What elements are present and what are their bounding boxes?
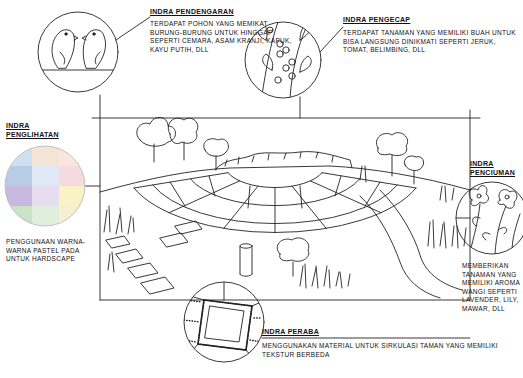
- sense-heading: INDRA PENDENGARAN: [150, 8, 310, 17]
- leader-line: [320, 27, 343, 52]
- leader-line: [300, 97, 301, 118]
- garden-path: [380, 190, 462, 290]
- paving-grid: [134, 173, 416, 233]
- frame-line: [100, 300, 470, 301]
- frame-line: [100, 95, 101, 300]
- flower-vignette: [456, 182, 523, 254]
- color-vignette: [5, 146, 85, 226]
- leader-line: [224, 282, 225, 300]
- pillar: [240, 244, 252, 248]
- sense-heading: INDRA PERABA: [262, 328, 462, 337]
- grass: [104, 166, 466, 288]
- leader-line: [262, 338, 470, 339]
- stepping-stones: [106, 221, 202, 294]
- sense-note: TERDAPAT POHON YANG MEMIKAT BURUNG-BURUN…: [150, 20, 300, 54]
- texture-illustration: [184, 296, 266, 362]
- flower-illustration: [469, 186, 520, 254]
- pastel-swatches: [5, 146, 86, 226]
- sense-note: TERDAPAT TANAMAN YANG MEMILIKI BUAH UNTU…: [343, 29, 518, 55]
- sense-heading: INDRA PENCIUMAN: [470, 160, 522, 177]
- pillar: [240, 274, 252, 276]
- hedge-texture: [225, 152, 333, 166]
- garden-path: [360, 196, 440, 298]
- sense-note: MEMBERIKAN TANAMAN YANG MEMILIKI AROMA W…: [462, 262, 522, 314]
- birds-vignette: [38, 12, 118, 92]
- leader-line: [85, 186, 100, 187]
- frame-line: [92, 118, 480, 119]
- sense-heading: INDRA PENGLIHATAN: [6, 122, 68, 139]
- hedge: [215, 152, 352, 170]
- texture-vignette: [184, 282, 264, 362]
- leader-line: [456, 218, 470, 219]
- pillar: [240, 246, 252, 274]
- leader-line: [116, 17, 150, 40]
- sense-heading: INDRA PENGECAP: [343, 16, 513, 25]
- sense-note: PENGGUNAAN WARNA-WARNA PASTEL PADA UNTUK…: [6, 238, 101, 264]
- bird-illustration: [40, 30, 118, 70]
- sense-note: MENGGUNAKAN MATERIAL UNTUK SIRKULASI TAM…: [262, 342, 517, 359]
- tree: [137, 117, 424, 276]
